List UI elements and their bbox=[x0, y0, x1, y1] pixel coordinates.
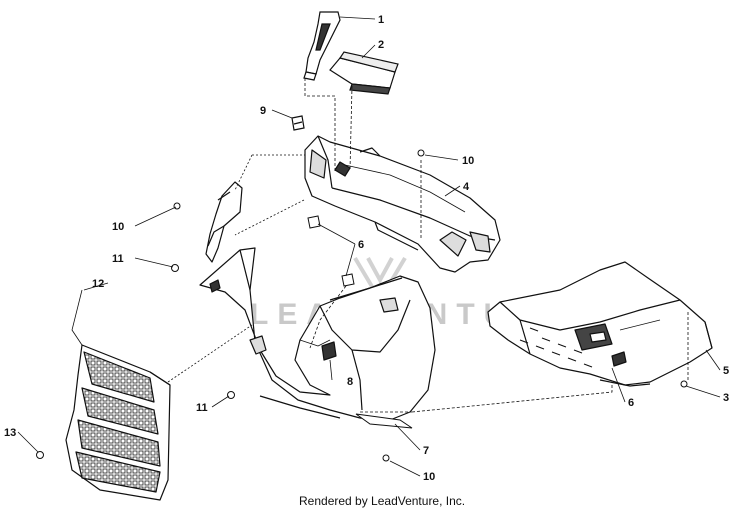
callout-4: 4 bbox=[463, 181, 470, 193]
part-9-clip bbox=[291, 115, 305, 131]
part-6-clip-nut-middle bbox=[341, 273, 355, 287]
screw-10-left bbox=[173, 202, 181, 210]
callout-13: 13 bbox=[4, 427, 16, 439]
callout-12: 12 bbox=[92, 278, 104, 290]
callout-3: 3 bbox=[723, 392, 729, 404]
part-6-clip-nut-upper bbox=[307, 215, 321, 229]
part-2-pad bbox=[329, 51, 399, 95]
part-5-skid-plate bbox=[487, 261, 713, 387]
callout-2: 2 bbox=[378, 39, 384, 51]
callout-11-upper: 11 bbox=[112, 253, 124, 265]
screw-10-top bbox=[417, 149, 425, 157]
part-7-lower-lip bbox=[355, 413, 413, 429]
footer-credit: Rendered by LeadVenture, Inc. bbox=[299, 494, 465, 508]
screw-3 bbox=[680, 380, 688, 388]
callout-9: 9 bbox=[260, 105, 266, 117]
screw-10-bottom bbox=[382, 454, 390, 462]
bolt-11-lower bbox=[227, 391, 235, 399]
callout-6-lower: 6 bbox=[628, 397, 634, 409]
leader-lines bbox=[17, 16, 721, 477]
bolt-11-upper bbox=[171, 264, 179, 272]
part-4-dash-bracket bbox=[304, 135, 501, 273]
callout-10-top: 10 bbox=[462, 155, 474, 167]
left-side-bracket bbox=[205, 181, 243, 263]
bolt-13 bbox=[36, 451, 44, 459]
callout-10-left: 10 bbox=[112, 221, 124, 233]
callout-labels: 1 2 9 10 4 10 11 6 12 5 3 6 8 11 7 10 13 bbox=[4, 14, 729, 483]
part-1-strap bbox=[303, 11, 341, 81]
fasteners bbox=[36, 149, 688, 462]
part-12-grille bbox=[65, 344, 171, 501]
callout-8: 8 bbox=[347, 376, 353, 388]
callout-7: 7 bbox=[423, 445, 429, 457]
part-8-front-fascia bbox=[199, 247, 436, 421]
callout-10-bottom: 10 bbox=[423, 471, 435, 483]
callout-11-lower: 11 bbox=[196, 402, 208, 414]
callout-5: 5 bbox=[723, 365, 729, 377]
callout-6-middle: 6 bbox=[358, 239, 364, 251]
callout-1: 1 bbox=[378, 14, 384, 26]
